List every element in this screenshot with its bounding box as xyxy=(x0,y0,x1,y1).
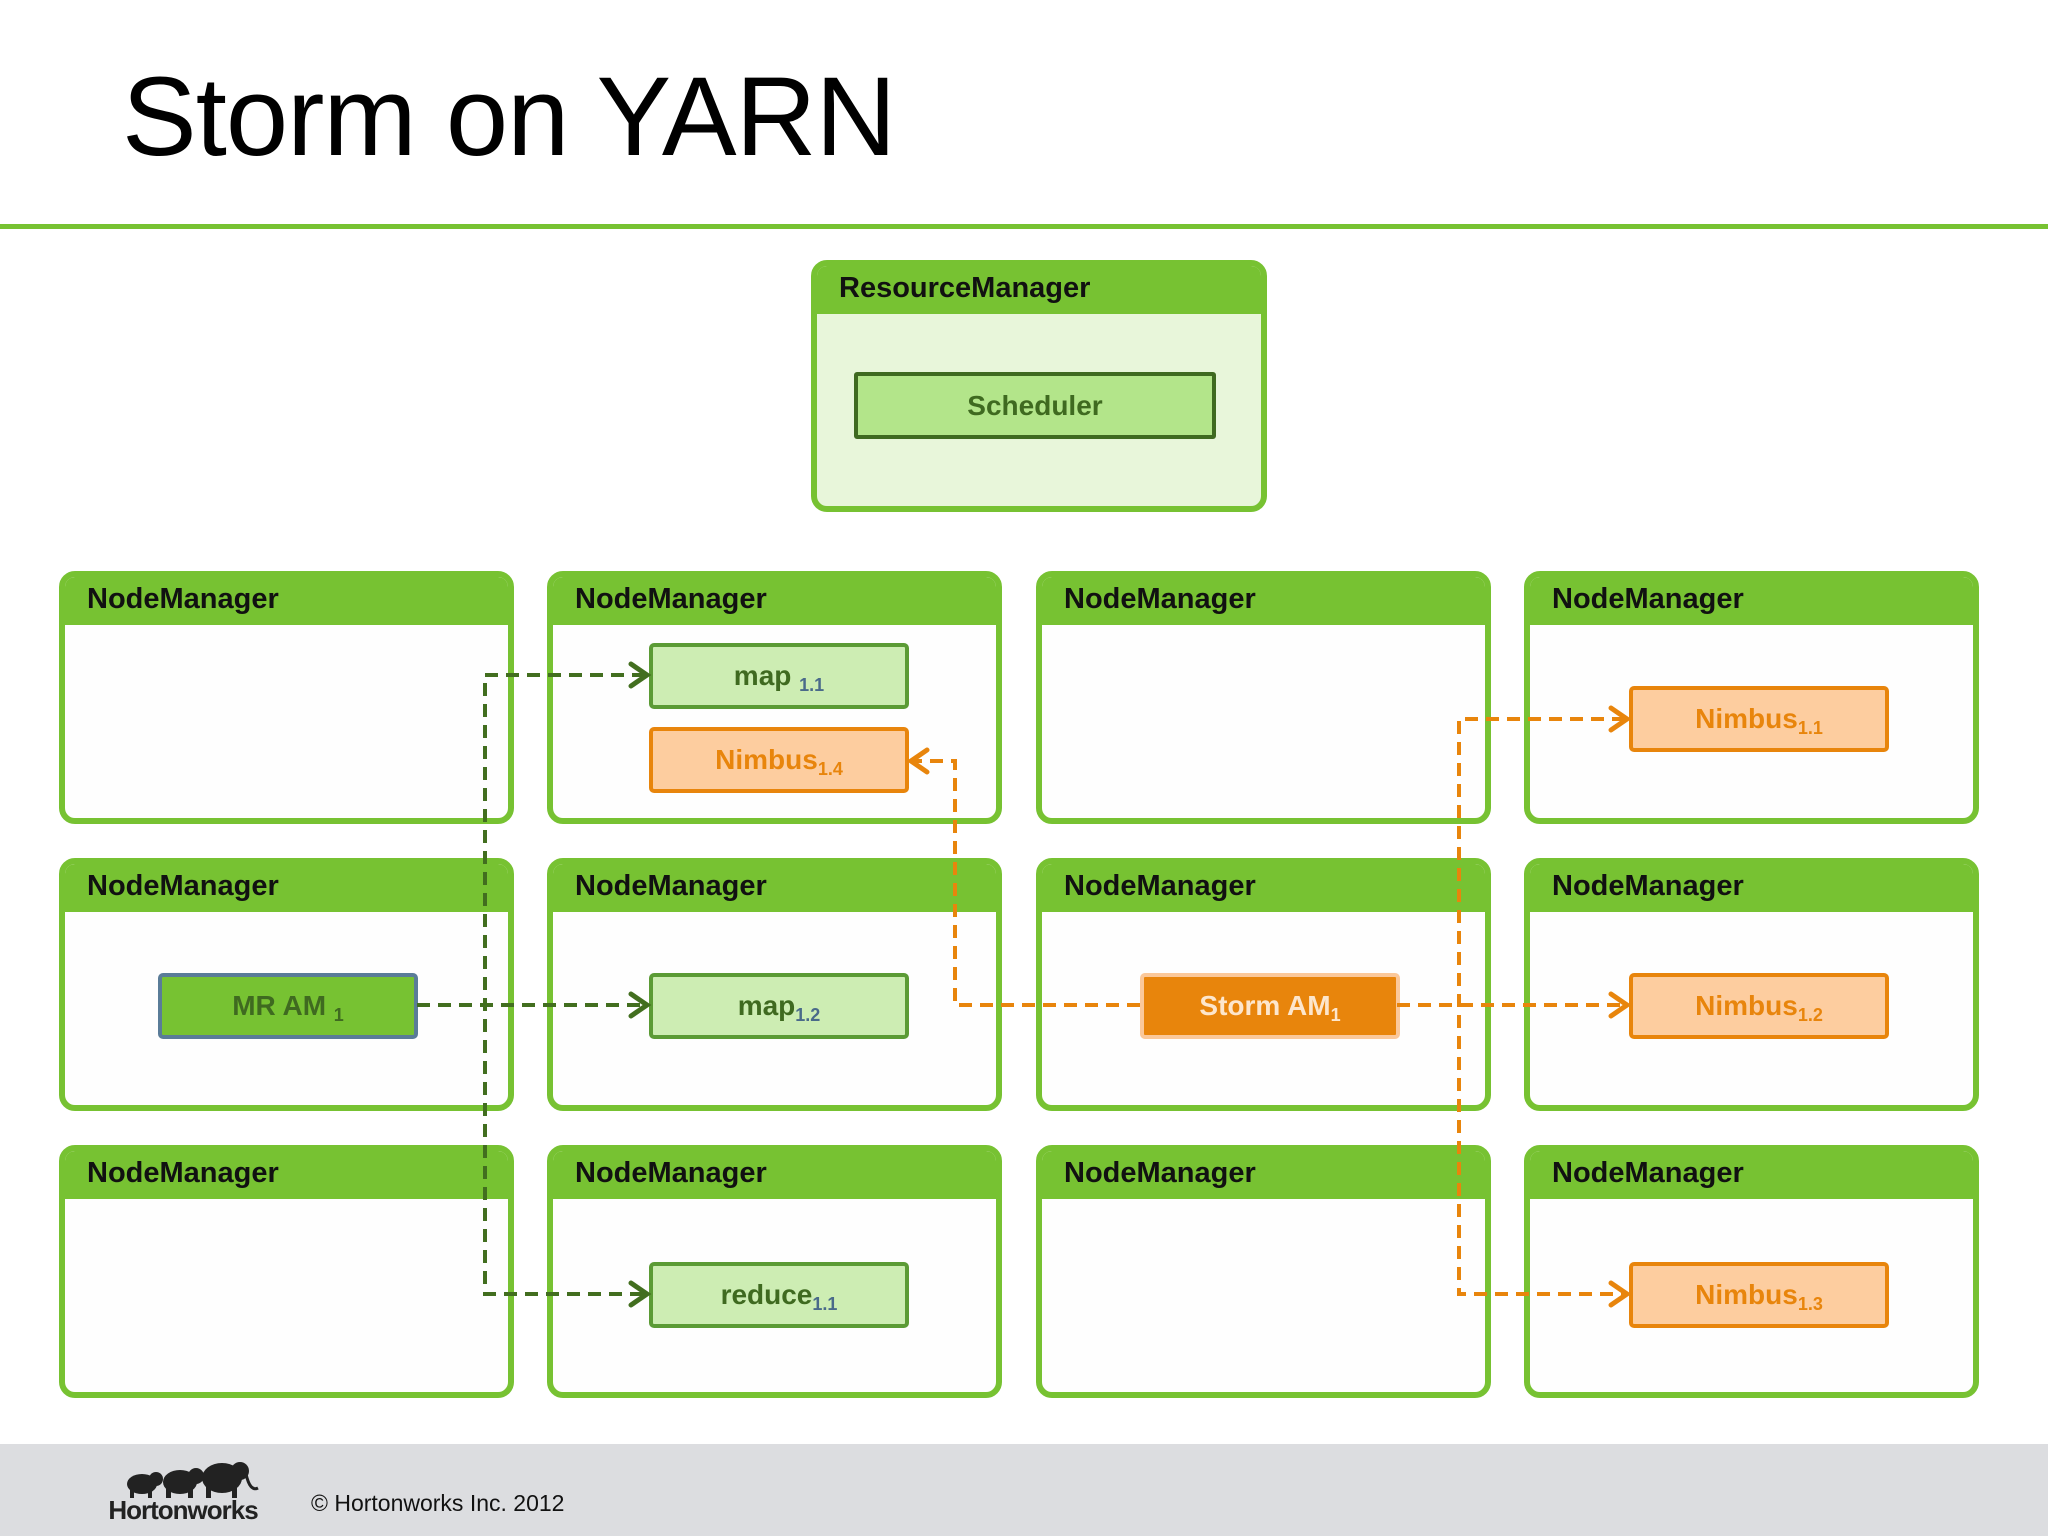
node-manager-title: NodeManager xyxy=(65,864,508,912)
node-manager: NodeManager Nimbus1.3 xyxy=(1524,1145,1979,1398)
task-index: 1 xyxy=(333,1005,344,1025)
task-label: Nimbus xyxy=(1695,1279,1798,1310)
node-manager: NodeManager xyxy=(1036,1145,1491,1398)
logo-text: Hortonworks xyxy=(108,1495,258,1525)
task-nimbus-1-1: Nimbus1.1 xyxy=(1629,686,1889,752)
task-nimbus-1-4: Nimbus1.4 xyxy=(649,727,909,793)
node-manager-title: NodeManager xyxy=(1530,864,1973,912)
task-index: 1 xyxy=(1330,1005,1341,1025)
task-index: 1.1 xyxy=(799,675,825,695)
node-manager-title: NodeManager xyxy=(1042,1151,1485,1199)
node-manager: NodeManager Nimbus1.1 xyxy=(1524,571,1979,824)
task-label: Nimbus xyxy=(715,744,818,775)
task-nimbus-1-3: Nimbus1.3 xyxy=(1629,1262,1889,1328)
task-map-1-1: map 1.1 xyxy=(649,643,909,709)
task-label: Nimbus xyxy=(1695,703,1798,734)
node-manager-title: NodeManager xyxy=(1042,864,1485,912)
node-manager: NodeManager MR AM 1 xyxy=(59,858,514,1111)
node-manager-title: NodeManager xyxy=(553,577,996,625)
node-manager: NodeManager xyxy=(59,571,514,824)
copyright: © Hortonworks Inc. 2012 xyxy=(311,1490,565,1516)
node-manager: NodeManager Nimbus1.2 xyxy=(1524,858,1979,1111)
resource-manager: ResourceManager Scheduler xyxy=(811,260,1267,512)
node-manager-title: NodeManager xyxy=(1530,1151,1973,1199)
task-index: 1.1 xyxy=(1797,718,1823,738)
hortonworks-logo: Hortonworks xyxy=(100,1458,266,1526)
task-label: map xyxy=(737,990,796,1021)
node-manager-title: NodeManager xyxy=(1042,577,1485,625)
task-mr-am-1: MR AM 1 xyxy=(158,973,418,1039)
task-label: MR AM xyxy=(232,990,334,1021)
footer: Hortonworks © Hortonworks Inc. 2012 xyxy=(0,1444,2048,1536)
node-manager-title: NodeManager xyxy=(1530,577,1973,625)
task-index: 1.2 xyxy=(1797,1005,1823,1025)
resource-manager-title: ResourceManager xyxy=(817,266,1261,314)
task-storm-am-1: Storm AM1 xyxy=(1140,973,1400,1039)
task-label: Nimbus xyxy=(1695,990,1798,1021)
node-manager-title: NodeManager xyxy=(65,577,508,625)
node-manager-title: NodeManager xyxy=(65,1151,508,1199)
node-manager: NodeManager map1.2 xyxy=(547,858,1002,1111)
node-manager: NodeManager xyxy=(59,1145,514,1398)
task-index: 1.1 xyxy=(812,1294,838,1314)
task-reduce-1-1: reduce1.1 xyxy=(649,1262,909,1328)
task-index: 1.3 xyxy=(1797,1294,1823,1314)
task-label: reduce xyxy=(720,1279,813,1310)
slide-title: Storm on YARN xyxy=(122,54,896,179)
node-manager: NodeManager xyxy=(1036,571,1491,824)
node-manager-title: NodeManager xyxy=(553,1151,996,1199)
task-label: map xyxy=(733,660,800,691)
scheduler: Scheduler xyxy=(854,372,1216,439)
title-divider xyxy=(0,224,2048,229)
task-index: 1.2 xyxy=(795,1005,821,1025)
task-label: Storm AM xyxy=(1199,990,1331,1021)
node-manager: NodeManager map 1.1 Nimbus1.4 xyxy=(547,571,1002,824)
elephants-icon xyxy=(127,1462,259,1498)
task-index: 1.4 xyxy=(817,759,843,779)
task-map-1-2: map1.2 xyxy=(649,973,909,1039)
task-nimbus-1-2: Nimbus1.2 xyxy=(1629,973,1889,1039)
node-manager: NodeManager Storm AM1 xyxy=(1036,858,1491,1111)
node-manager: NodeManager reduce1.1 xyxy=(547,1145,1002,1398)
node-manager-title: NodeManager xyxy=(553,864,996,912)
